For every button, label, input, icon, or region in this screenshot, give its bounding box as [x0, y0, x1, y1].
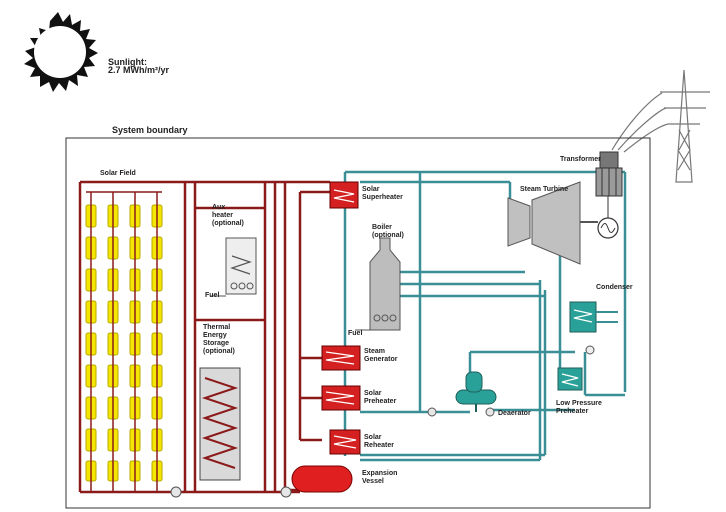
solar-superheater [329, 181, 359, 209]
pump-icons [170, 407, 495, 498]
solar-superheater-label: Solar Superheater [362, 186, 403, 201]
low-pressure-preheater [557, 345, 595, 391]
system-boundary [65, 137, 651, 509]
thermal-storage [199, 367, 241, 481]
thermal-storage-label: Thermal Energy Storage (optional) [203, 324, 235, 355]
aux-heater-fuel-label: Fuel [205, 292, 220, 299]
expansion-vessel-label: Expansion Vessel [362, 470, 398, 485]
transformer-label: Transformer [560, 156, 601, 163]
expansion-vessel [291, 465, 353, 493]
sun-label: Sunlight: 2.7 MWh/m²/yr [108, 57, 170, 75]
transformer [595, 151, 623, 218]
sun-icon [24, 12, 98, 92]
generator-icon [597, 217, 619, 239]
deaerator [455, 371, 497, 412]
aux-heater-label: Aux heater (optional) [212, 204, 244, 227]
solar-field-label: Solar Field [100, 170, 136, 177]
steam-generator [321, 345, 361, 371]
solar-reheater [329, 429, 361, 455]
solar-field-risers [86, 191, 162, 492]
deaerator-label: Deaerator [498, 410, 531, 417]
system-boundary-label: System boundary [112, 125, 188, 135]
boiler [355, 237, 401, 331]
solar-preheater [321, 385, 361, 411]
boiler-fuel-label: Fuel [348, 330, 363, 337]
steam-turbine-label: Steam Turbine [520, 186, 569, 193]
heat-transfer-loop [78, 180, 330, 494]
solar-reheater-label: Solar Reheater [364, 434, 394, 449]
solar-field [85, 204, 163, 482]
steam-turbine [507, 181, 598, 265]
aux-heater [210, 237, 257, 297]
condenser-label: Condenser [596, 284, 633, 291]
transmission-tower-icon [611, 69, 710, 183]
steam-generator-label: Steam Generator [364, 348, 398, 363]
low-pressure-preheater-label: Low Pressure Preheater [556, 400, 602, 415]
solar-preheater-label: Solar Preheater [364, 390, 397, 405]
condenser [569, 301, 618, 333]
boiler-label: Boiler (optional) [372, 224, 404, 239]
